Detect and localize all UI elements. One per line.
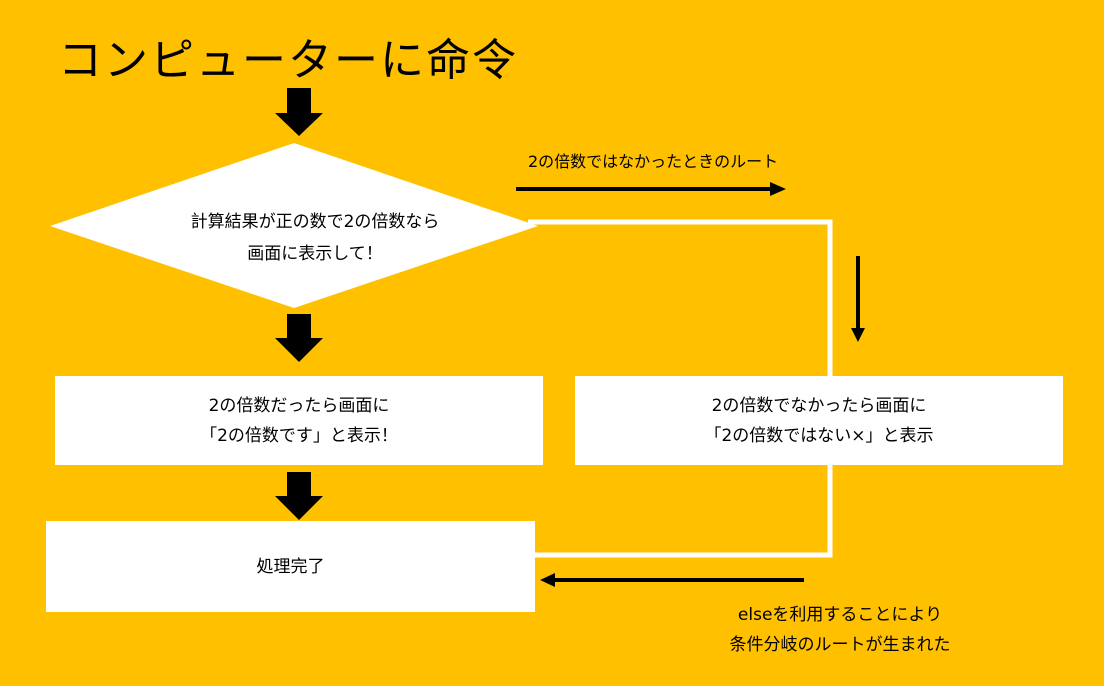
true-branch-box: 2の倍数だったら画面に 「2の倍数です」と表示！ (55, 376, 543, 465)
false-branch-box: 2の倍数でなかったら画面に 「2の倍数ではない×」と表示 (575, 376, 1063, 465)
true-branch-line-2: 「2の倍数です」と表示！ (200, 425, 398, 446)
page-title: コンピューターに命令 (58, 35, 518, 86)
arrow-right-head (770, 182, 786, 196)
decision-line-2: 画面に表示して！ (247, 244, 383, 264)
else-note: elseを利用することにより 条件分岐のルートが生まれた (670, 600, 1010, 660)
decision-text: 計算結果が正の数で2の倍数なら 画面に表示して！ (100, 206, 530, 270)
end-box: 処理完了 (46, 521, 535, 612)
else-note-line-2: 条件分岐のルートが生まれた (729, 635, 951, 655)
block-arrow-down-2 (275, 314, 323, 362)
else-route-label: 2の倍数ではなかったときのルート (528, 152, 779, 171)
false-branch-line-1: 2の倍数でなかったら画面に (711, 395, 927, 416)
else-note-line-1: elseを利用することにより (737, 605, 943, 625)
decision-diamond (50, 143, 538, 308)
block-arrow-down-1 (275, 88, 323, 136)
arrow-left-head (540, 573, 555, 587)
block-arrow-down-3 (275, 472, 323, 520)
decision-line-1: 計算結果が正の数で2の倍数なら (190, 212, 440, 232)
arrow-down-head (851, 328, 865, 342)
true-branch-line-1: 2の倍数だったら画面に (208, 395, 390, 416)
false-branch-line-2: 「2の倍数ではない×」と表示 (704, 425, 934, 446)
end-box-label: 処理完了 (256, 556, 325, 577)
